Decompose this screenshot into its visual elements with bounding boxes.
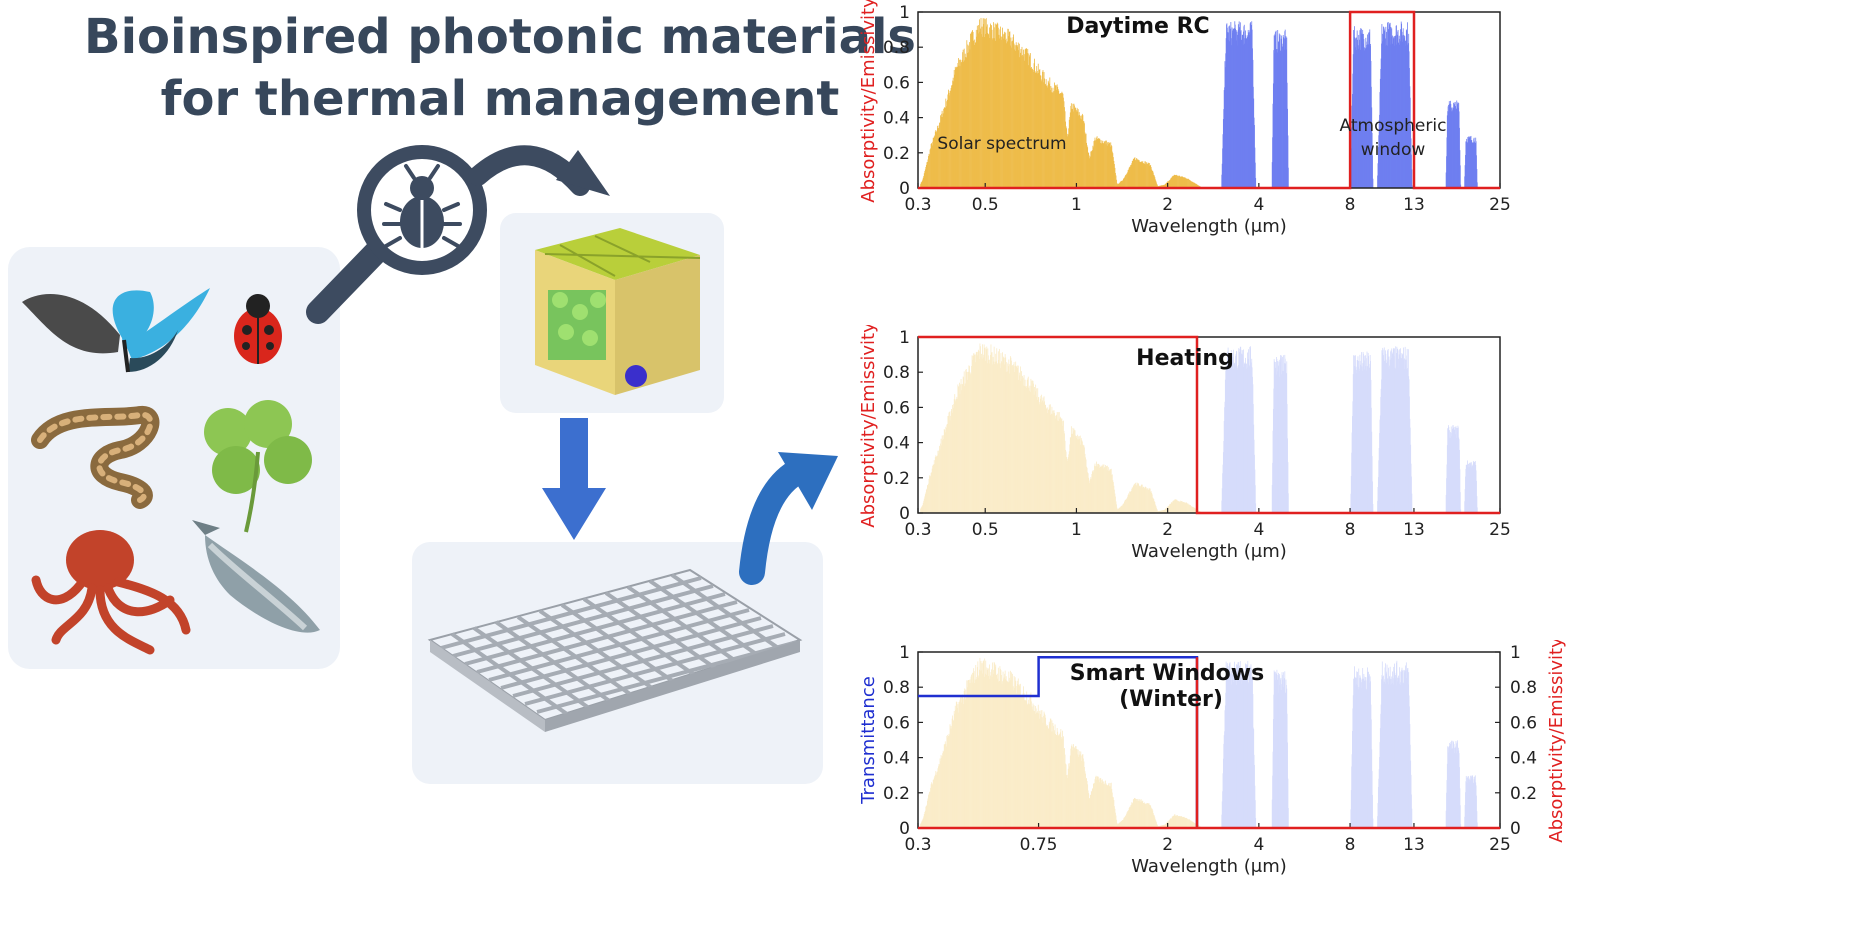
- y-tick-label: 1: [899, 643, 910, 663]
- magnifier-bug-icon: [318, 152, 480, 312]
- x-tick-label: 0.5: [972, 520, 999, 540]
- solar-spectrum-area: [920, 18, 1202, 188]
- x-tick-label: 1: [1071, 520, 1082, 540]
- x-axis-label: Wavelength (μm): [1131, 541, 1287, 562]
- x-tick-label: 0.5: [972, 195, 999, 215]
- y-tick-label: 0.4: [883, 749, 910, 769]
- x-tick-label: 25: [1489, 520, 1511, 540]
- y-right-tick-label: 0.2: [1510, 784, 1537, 804]
- leaf-cross-section-icon: [535, 228, 700, 395]
- annotation-solar: Solar spectrum: [937, 134, 1066, 154]
- x-tick-label: 25: [1489, 195, 1511, 215]
- y-axis-label: Transmittance: [858, 676, 879, 805]
- annotation-atmos-1: Atmospheric: [1340, 116, 1447, 136]
- x-tick-label: 2: [1162, 835, 1173, 855]
- y-axis: 0 0.2 0.4 0.6 0.8 1: [883, 3, 923, 199]
- atmospheric-bands-area: [1221, 346, 1477, 513]
- x-tick-label: 13: [1403, 520, 1425, 540]
- x-tick-label: 4: [1253, 195, 1264, 215]
- y-right-tick-label: 0: [1510, 819, 1521, 839]
- y-tick-label: 0: [899, 819, 910, 839]
- y-right-tick-label: 0.8: [1510, 678, 1537, 698]
- y-tick-label: 0.4: [883, 434, 910, 454]
- x-tick-label: 4: [1253, 835, 1264, 855]
- x-tick-label: 0.75: [1020, 835, 1058, 855]
- y-tick-label: 0.6: [883, 398, 910, 418]
- y-tick-label: 0.2: [883, 784, 910, 804]
- y-tick-label: 0: [899, 504, 910, 524]
- x-tick-label: 1: [1071, 195, 1082, 215]
- chart-title-line-2: (Winter): [1119, 687, 1223, 712]
- y-right-tick-label: 0.6: [1510, 713, 1537, 733]
- x-tick-label: 8: [1345, 520, 1356, 540]
- y-right-tick-label: 0.4: [1510, 749, 1537, 769]
- y-tick-label: 0.2: [883, 469, 910, 489]
- y-tick-label: 0.4: [883, 109, 910, 129]
- y-tick-label: 0.2: [883, 144, 910, 164]
- y-axis-right-label: Absorptivity/Emissivity: [1546, 640, 1567, 843]
- y-tick-label: 1: [899, 328, 910, 348]
- chart-title: Daytime RC: [1066, 14, 1209, 39]
- y-right-tick-label: 1: [1510, 643, 1521, 663]
- y-tick-label: 0: [899, 179, 910, 199]
- chart-title: Heating: [1136, 346, 1234, 371]
- x-tick-label: 8: [1345, 835, 1356, 855]
- y-axis: 0 0.2 0.4 0.6 0.8 1: [883, 643, 923, 839]
- y-tick-label: 0.6: [883, 713, 910, 733]
- x-tick-label: 4: [1253, 520, 1264, 540]
- schematic-illustration: [0, 0, 1000, 945]
- y-tick-label: 1: [899, 3, 910, 23]
- y-axis-label: Absorptivity/Emissivity: [858, 0, 879, 203]
- chart-title-line-1: Smart Windows: [1070, 661, 1264, 686]
- x-tick-label: 13: [1403, 835, 1425, 855]
- arrow-down-icon: [542, 418, 606, 540]
- annotation-atmos-2: window: [1361, 140, 1426, 160]
- y-axis-right: 0 0.2 0.4 0.6 0.8 1: [1495, 643, 1537, 839]
- x-tick-label: 13: [1403, 195, 1425, 215]
- y-axis: 0 0.2 0.4 0.6 0.8 1: [883, 328, 923, 524]
- y-tick-label: 0.8: [883, 363, 910, 383]
- x-tick-label: 2: [1162, 195, 1173, 215]
- x-tick-label: 2: [1162, 520, 1173, 540]
- y-axis-label: Absorptivity/Emissivity: [858, 325, 879, 528]
- y-tick-label: 0.8: [883, 678, 910, 698]
- x-tick-label: 25: [1489, 835, 1511, 855]
- x-tick-label: 8: [1345, 195, 1356, 215]
- arrow-to-leaf-icon: [478, 150, 610, 196]
- y-tick-label: 0.6: [883, 73, 910, 93]
- y-tick-label: 0.8: [883, 38, 910, 58]
- x-axis-label: Wavelength (μm): [1131, 856, 1287, 877]
- x-axis-label: Wavelength (μm): [1131, 216, 1287, 237]
